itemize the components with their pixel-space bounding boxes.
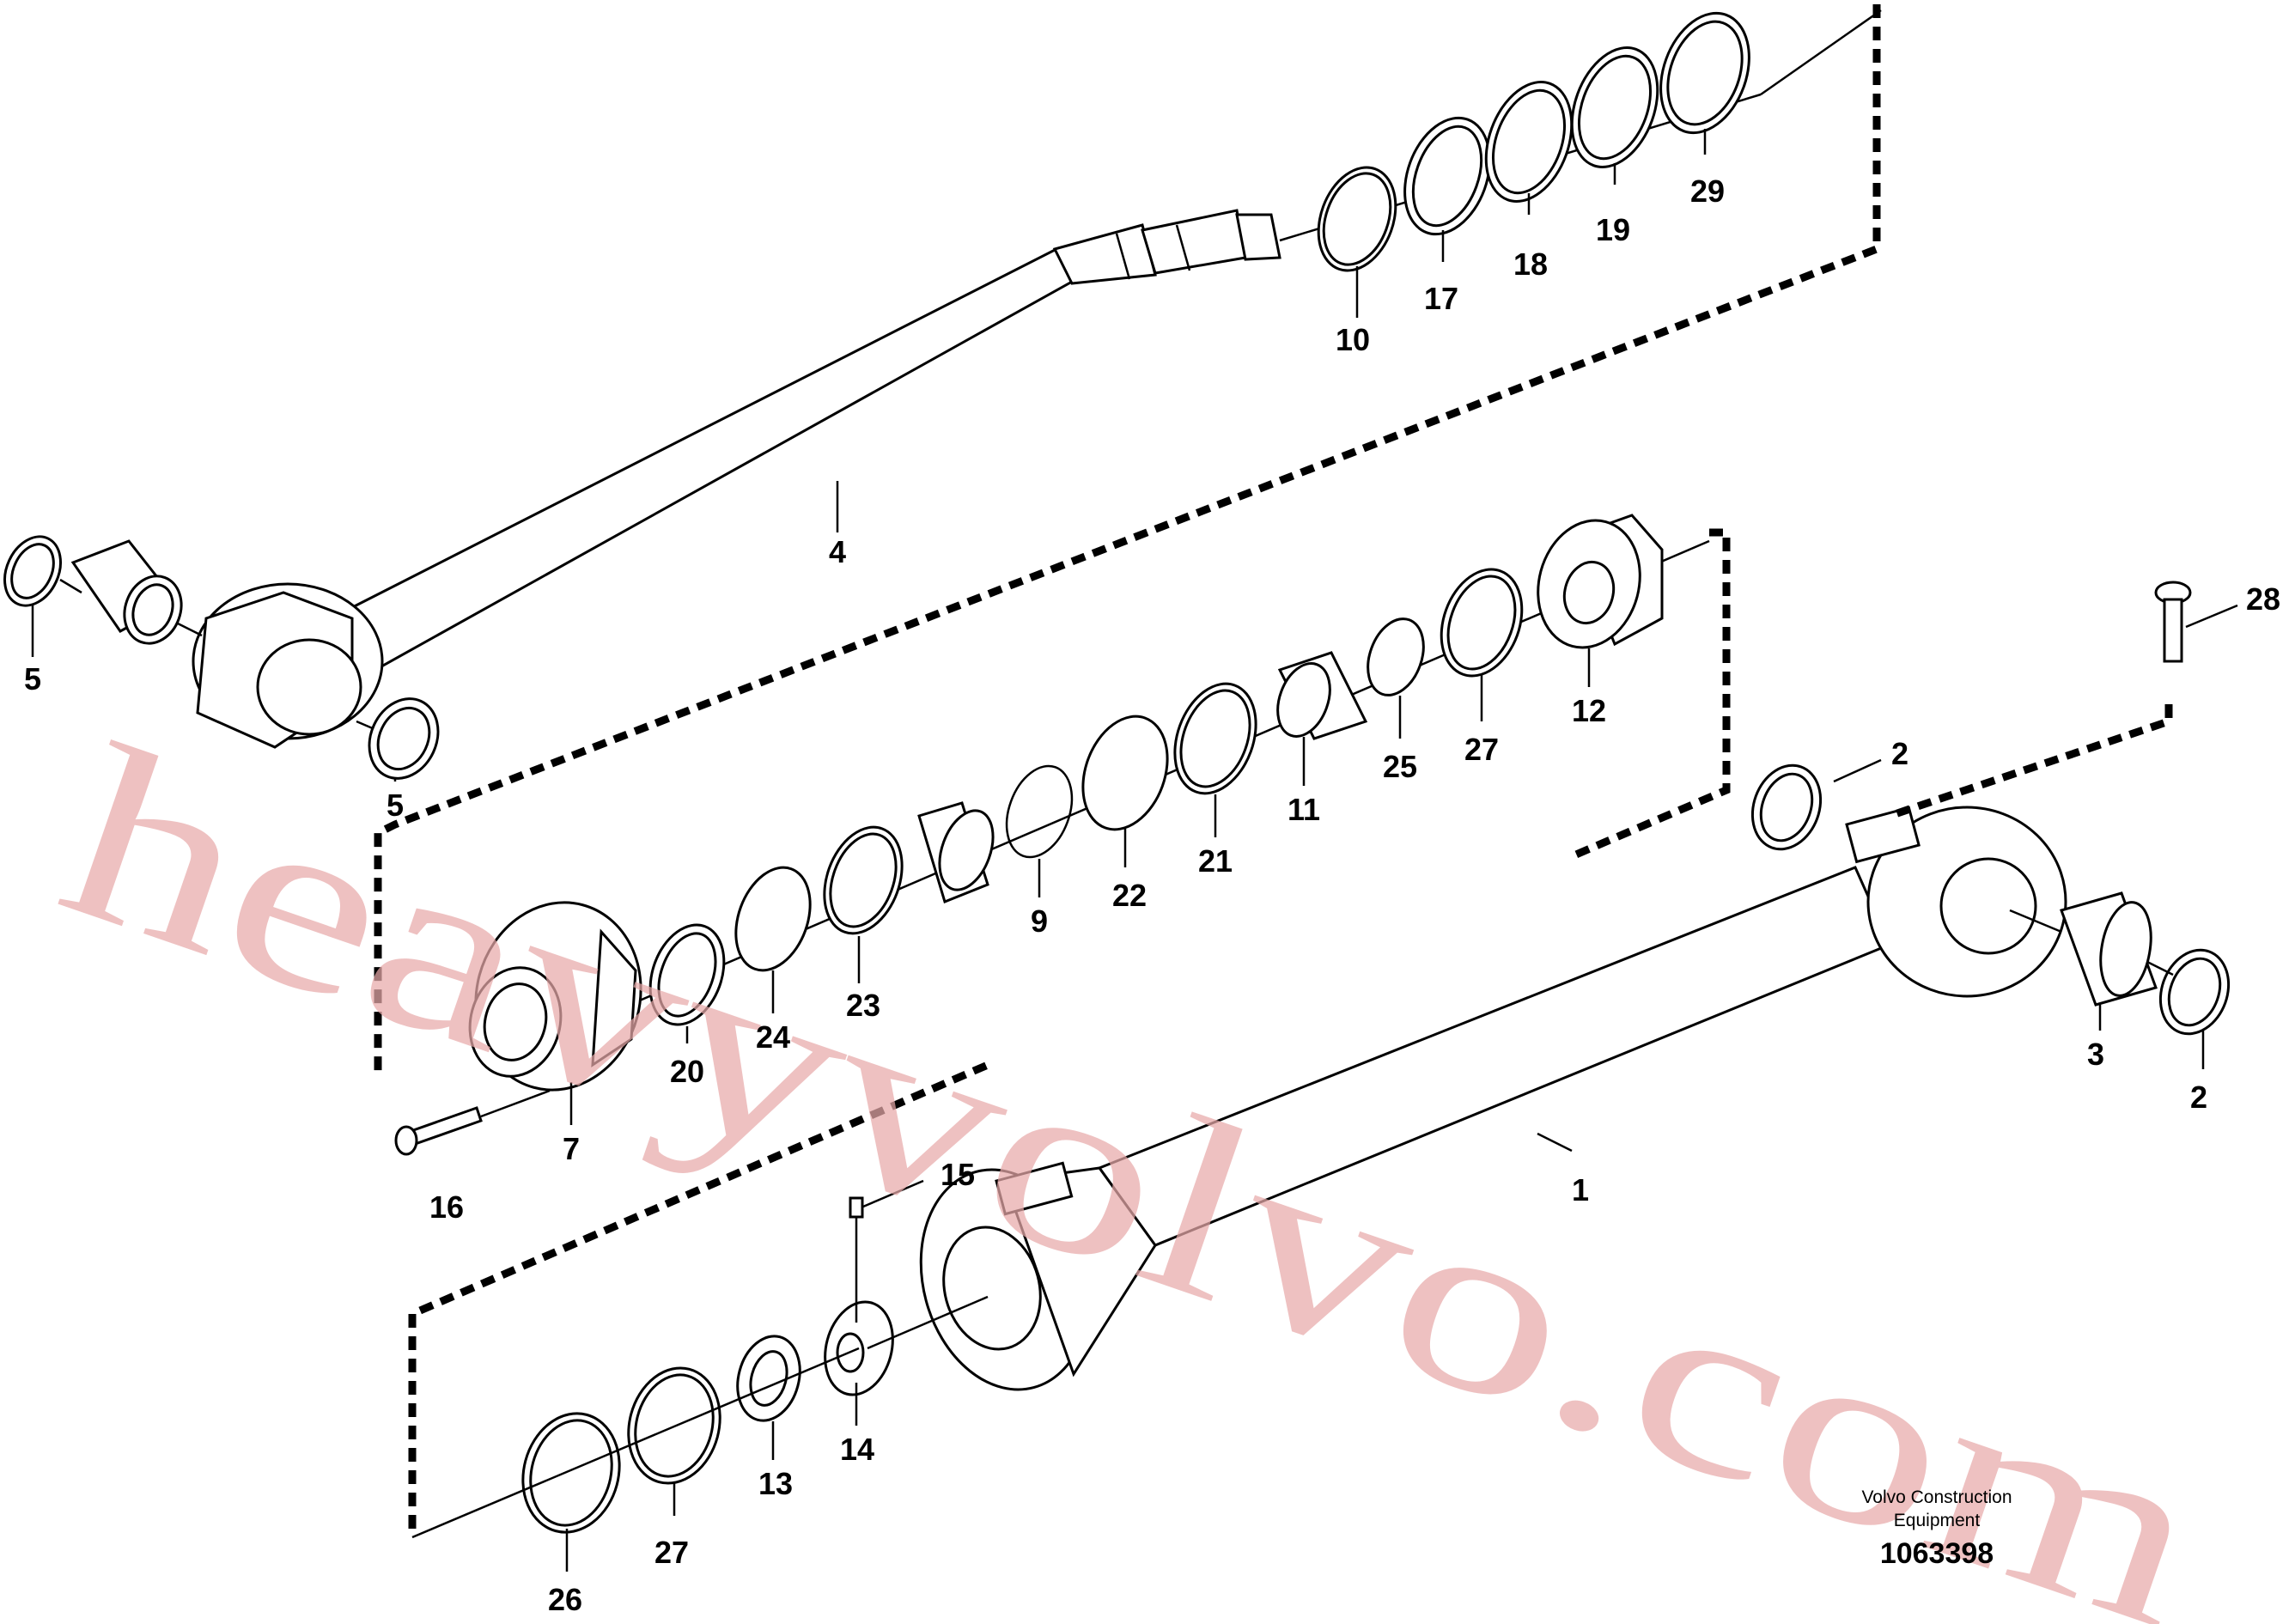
label-9: 9 xyxy=(1031,903,1048,939)
label-13: 13 xyxy=(758,1466,793,1501)
label-2b: 2 xyxy=(2190,1080,2207,1115)
label-10: 10 xyxy=(1336,322,1370,357)
label-5b: 5 xyxy=(387,788,404,823)
label-12: 12 xyxy=(1572,693,1606,728)
piston-group xyxy=(394,514,1731,1156)
part-labels: 1 2 2 3 4 5 5 7 9 10 11 12 13 14 15 16 1… xyxy=(24,173,2280,1617)
rear-eye-seals xyxy=(1750,581,2238,1036)
label-5a: 5 xyxy=(24,661,41,696)
rod-eye-seal-right xyxy=(368,697,440,780)
cylinder-tube xyxy=(408,704,2173,1539)
figure-number: 1063398 xyxy=(1880,1537,1994,1570)
label-7: 7 xyxy=(563,1131,580,1166)
label-11: 11 xyxy=(1288,792,1320,827)
footer: Volvo Construction Equipment 1063398 xyxy=(1861,1487,2012,1570)
label-19: 19 xyxy=(1596,212,1630,247)
piston-rod xyxy=(192,209,1281,749)
label-27a: 27 xyxy=(654,1535,689,1570)
label-25: 25 xyxy=(1383,749,1417,784)
dashed-frame-rod xyxy=(374,4,1881,1074)
label-14: 14 xyxy=(840,1432,874,1467)
label-26: 26 xyxy=(548,1582,582,1617)
label-29: 29 xyxy=(1690,173,1725,209)
label-3: 3 xyxy=(2087,1037,2104,1072)
label-16: 16 xyxy=(429,1189,464,1225)
label-15: 15 xyxy=(941,1157,975,1192)
label-4: 4 xyxy=(829,534,846,569)
label-27b: 27 xyxy=(1464,732,1499,767)
company-line-1: Volvo Construction xyxy=(1861,1487,2012,1507)
label-21: 21 xyxy=(1198,843,1233,879)
label-20: 20 xyxy=(670,1054,704,1089)
label-24: 24 xyxy=(756,1019,790,1055)
company-line-2: Equipment xyxy=(1894,1511,1981,1530)
label-2a: 2 xyxy=(1891,736,1908,771)
rod-eye-seal-left xyxy=(3,535,203,645)
label-28: 28 xyxy=(2246,581,2280,617)
label-17: 17 xyxy=(1424,281,1458,316)
label-18: 18 xyxy=(1513,246,1548,282)
label-23: 23 xyxy=(846,988,880,1023)
rod-end-seals xyxy=(1279,9,1882,272)
label-22: 22 xyxy=(1112,878,1147,913)
label-1: 1 xyxy=(1572,1172,1589,1207)
leader-lines xyxy=(31,129,2205,1572)
